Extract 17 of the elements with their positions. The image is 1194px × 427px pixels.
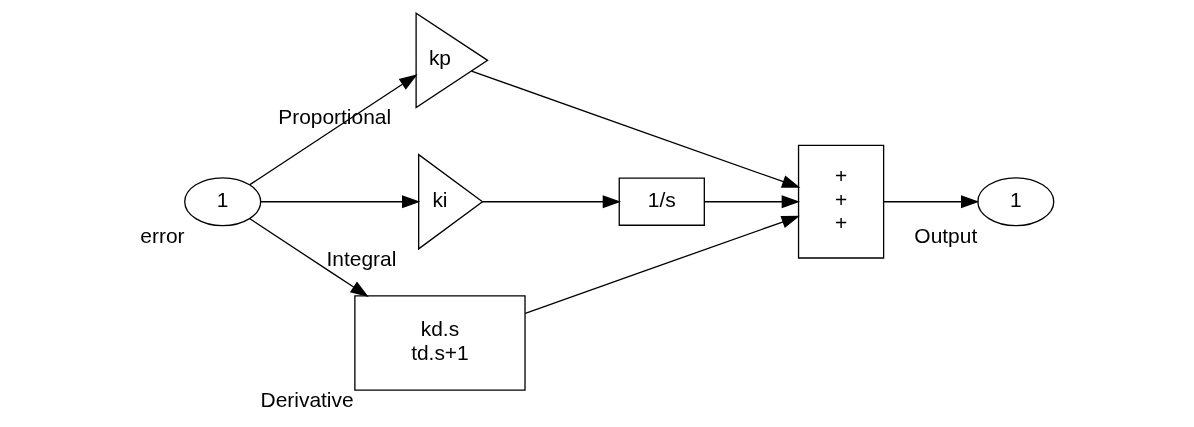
arrow xyxy=(470,70,801,188)
arrow xyxy=(249,218,369,298)
arrow xyxy=(703,195,800,209)
node-box: + + + xyxy=(797,144,885,259)
node-label: error xyxy=(140,223,185,247)
node-label: Derivative xyxy=(260,387,354,411)
arrow xyxy=(883,195,980,209)
node-box: 1/s xyxy=(618,177,705,226)
node-ellipse: 1 xyxy=(184,177,262,227)
node-ellipse: 1 xyxy=(977,177,1055,227)
node-label: Output xyxy=(914,223,978,247)
arrow xyxy=(260,195,421,209)
arrow xyxy=(481,195,622,209)
node-label: Integral xyxy=(326,246,397,270)
arrow xyxy=(249,74,418,186)
node-box: kd.s td.s+1 xyxy=(354,295,526,391)
arrow xyxy=(524,215,800,314)
